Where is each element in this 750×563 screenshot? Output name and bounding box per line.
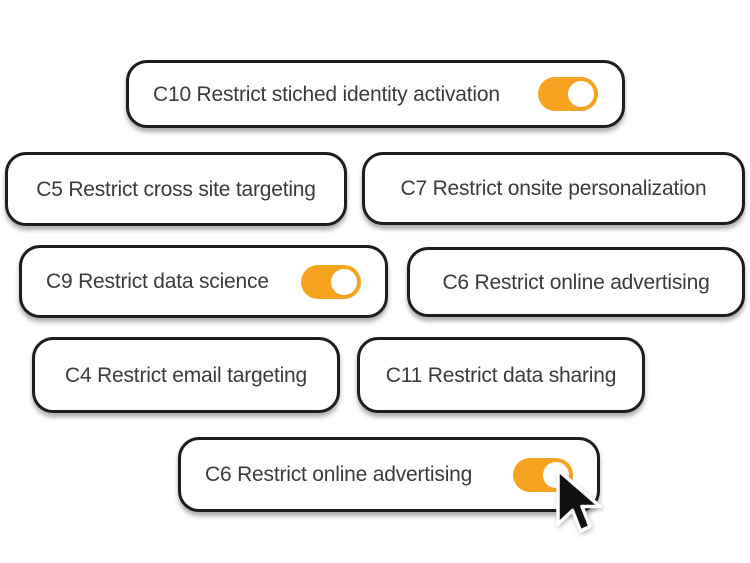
consent-card-label: C5 Restrict cross site targeting bbox=[36, 177, 316, 201]
consent-card-label: C9 Restrict data science bbox=[46, 270, 269, 293]
consent-card-label: C11 Restrict data sharing bbox=[385, 363, 617, 387]
consent-card-c5: C5 Restrict cross site targeting bbox=[5, 152, 347, 226]
consent-card-label: C10 Restrict stiched identity activation bbox=[153, 82, 500, 106]
consent-card-c11: C11 Restrict data sharing bbox=[357, 337, 645, 413]
consent-card-c6-bottom: C6 Restrict online advertising bbox=[178, 437, 600, 512]
consent-card-label: C6 Restrict online advertising bbox=[205, 463, 473, 486]
mouse-cursor-icon bbox=[556, 468, 602, 533]
consent-card-c10: C10 Restrict stiched identity activation bbox=[126, 60, 625, 128]
toggle-knob bbox=[331, 268, 357, 295]
toggle-switch[interactable] bbox=[538, 77, 598, 111]
consent-card-c4: C4 Restrict email targeting bbox=[32, 337, 340, 413]
toggle-knob bbox=[568, 81, 594, 107]
consent-card-label: C7 Restrict onsite personalization bbox=[400, 177, 707, 200]
consent-card-label: C4 Restrict email targeting bbox=[64, 363, 308, 387]
consent-card-c9: C9 Restrict data science bbox=[19, 245, 388, 318]
consent-card-label: C6 Restrict online advertising bbox=[442, 270, 710, 294]
consent-card-c7: C7 Restrict onsite personalization bbox=[362, 152, 745, 225]
toggle-switch[interactable] bbox=[301, 264, 361, 299]
consent-card-c6: C6 Restrict online advertising bbox=[407, 247, 745, 317]
